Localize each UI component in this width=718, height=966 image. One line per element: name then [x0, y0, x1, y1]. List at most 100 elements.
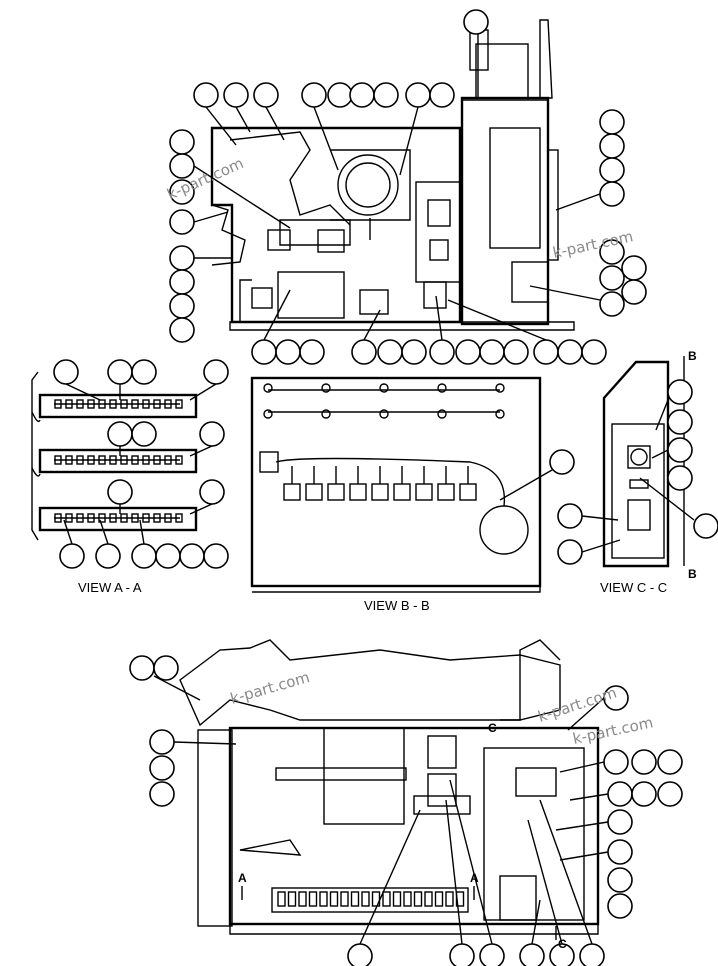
callout-bubble — [607, 839, 633, 865]
callout-bubble — [455, 339, 481, 365]
callout-bubble — [549, 943, 575, 966]
leader-line — [559, 761, 605, 773]
callout-bubble — [251, 339, 277, 365]
leader-line — [235, 106, 251, 133]
callout-bubble — [557, 503, 583, 529]
leader-line — [99, 519, 109, 545]
callout-bubble — [667, 409, 693, 435]
callout-bubble — [149, 729, 175, 755]
callout-bubble — [107, 421, 133, 447]
callout-bubble — [621, 279, 647, 305]
callout-bubble — [607, 867, 633, 893]
leader-line — [449, 779, 493, 945]
callout-bubble — [149, 755, 175, 781]
callout-bubble — [631, 781, 657, 807]
callout-bubble — [599, 265, 625, 291]
callout-bubble — [667, 379, 693, 405]
callout-bubble — [203, 543, 229, 569]
callout-bubble — [299, 339, 325, 365]
callout-bubble — [533, 339, 559, 365]
callout-bubble — [373, 82, 399, 108]
leader-line — [555, 821, 609, 831]
leader-line — [559, 851, 609, 861]
leader-line — [399, 106, 419, 176]
view-b-b — [250, 376, 542, 593]
section-a-left: A — [238, 871, 247, 885]
callout-bubble — [59, 543, 85, 569]
leader-line — [539, 799, 593, 945]
leader-line — [499, 469, 553, 501]
callout-bubble — [155, 543, 181, 569]
view-b-label: VIEW B - B — [364, 598, 430, 613]
callout-bubble — [327, 82, 353, 108]
callout-bubble — [131, 543, 157, 569]
callout-bubble — [503, 339, 529, 365]
callout-bubble — [479, 339, 505, 365]
section-c-top: C — [488, 721, 497, 735]
callout-bubble — [607, 781, 633, 807]
leader-line — [189, 445, 213, 457]
callout-bubble — [301, 82, 327, 108]
leader-line — [651, 449, 669, 459]
callout-bubble — [621, 255, 647, 281]
callout-bubble — [607, 809, 633, 835]
callout-bubble — [53, 359, 79, 385]
callout-bubble — [107, 359, 133, 385]
callout-bubble — [429, 339, 455, 365]
callout-bubble — [223, 82, 249, 108]
callout-bubble — [153, 655, 179, 681]
leader-line — [529, 285, 601, 301]
callout-bubble — [599, 291, 625, 317]
leader-line — [193, 165, 291, 229]
callout-bubble — [693, 513, 718, 539]
leader-line — [205, 106, 237, 146]
callout-bubble — [429, 82, 455, 108]
leader-line — [639, 477, 695, 521]
section-a-right: A — [470, 871, 479, 885]
leader-line — [173, 741, 237, 745]
callout-bubble — [199, 479, 225, 505]
leader-line — [363, 309, 381, 341]
callout-bubble — [599, 181, 625, 207]
callout-bubble — [95, 543, 121, 569]
callout-bubble — [169, 245, 195, 271]
callout-bubble — [599, 157, 625, 183]
leader-line — [569, 793, 609, 801]
leader-line — [581, 515, 619, 521]
callout-bubble — [557, 339, 583, 365]
leader-line — [581, 539, 621, 553]
view-a-label: VIEW A - A — [78, 580, 142, 595]
callout-bubble — [599, 239, 625, 265]
callout-bubble — [377, 339, 403, 365]
callout-bubble — [405, 82, 431, 108]
callout-bubble — [169, 209, 195, 235]
section-b-bottom: B — [688, 567, 697, 581]
callout-bubble — [579, 943, 605, 966]
callout-bubble — [463, 9, 489, 35]
section-c-bottom: C — [558, 937, 567, 951]
callout-bubble — [169, 269, 195, 295]
callout-bubble — [479, 943, 505, 966]
leader-line — [63, 519, 73, 545]
leader-line — [445, 799, 463, 945]
callout-bubble — [657, 781, 683, 807]
callout-bubble — [131, 421, 157, 447]
callout-bubble — [169, 293, 195, 319]
leader-line — [189, 503, 213, 515]
callout-bubble — [607, 893, 633, 919]
callout-bubble — [557, 539, 583, 565]
leader-line — [435, 295, 443, 341]
callout-bubble — [169, 179, 195, 205]
callout-bubbles — [53, 9, 718, 966]
callout-bubble — [193, 82, 219, 108]
callout-bubble — [449, 943, 475, 966]
leader-line — [567, 697, 605, 731]
leader-line — [655, 399, 669, 431]
leader-line — [359, 809, 421, 945]
callout-bubble — [169, 129, 195, 155]
bottom-assembly-view — [179, 639, 600, 935]
callout-bubble — [599, 133, 625, 159]
callout-bubble — [347, 943, 373, 966]
